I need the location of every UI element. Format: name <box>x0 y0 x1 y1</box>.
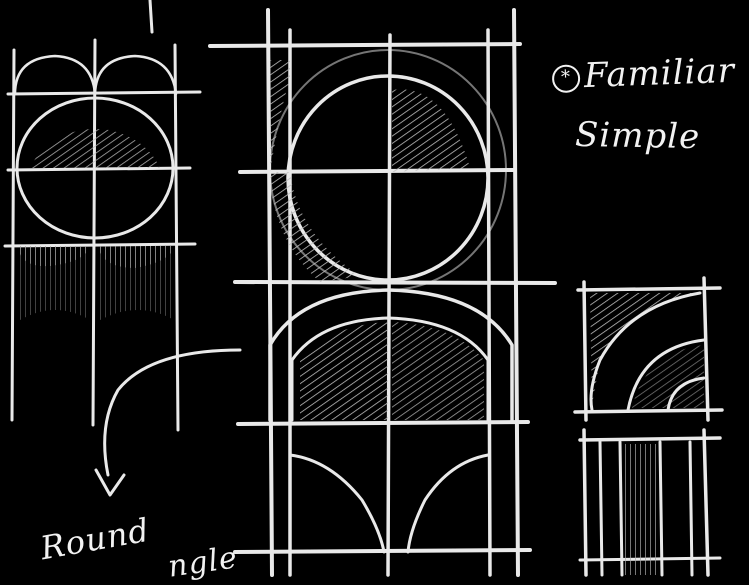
center-letter-sketch <box>210 10 555 575</box>
star-circle-icon: * <box>552 64 581 93</box>
note-familiar: *Familiar <box>551 51 735 97</box>
right-top-sketch <box>575 278 722 420</box>
note-simple: Simple <box>575 115 701 157</box>
familiar-label: Familiar <box>583 51 735 96</box>
top-stroke <box>150 0 152 32</box>
left-letter-sketch <box>5 40 200 430</box>
arrow-icon <box>96 350 240 495</box>
right-bottom-sketch <box>580 430 720 575</box>
